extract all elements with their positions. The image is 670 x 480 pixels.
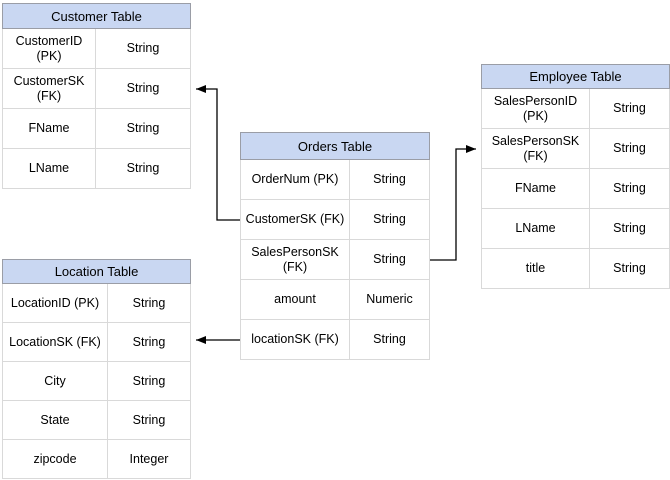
field-cell: OrderNum (PK) (241, 160, 350, 199)
field-cell: FName (482, 169, 590, 208)
type-cell: String (613, 101, 646, 115)
field-cell: State (3, 401, 108, 439)
table-row: title String (482, 249, 669, 289)
table-row: SalesPersonSK (FK) String (241, 240, 429, 280)
type-cell: String (613, 181, 646, 195)
table-row: FName String (482, 169, 669, 209)
type-cell: String (132, 334, 166, 349)
field-cell: CustomerSK (FK) (3, 69, 96, 108)
table-row: LocationSK (FK) String (3, 323, 190, 362)
field-cell: title (482, 249, 590, 288)
field-cell: CustomerSK (FK) (241, 200, 350, 239)
field-cell: LocationID (PK) (3, 284, 108, 322)
field-cell: LName (3, 149, 96, 188)
field-cell: CustomerID (PK) (3, 29, 96, 68)
field-cell: City (3, 362, 108, 400)
type-cell: String (132, 412, 166, 427)
connector-orders-to-customer-arrow (196, 85, 240, 221)
type-cell: String (126, 121, 160, 135)
field-cell: LocationSK (FK) (3, 323, 108, 361)
table-row: CustomerSK (FK) String (241, 200, 429, 240)
table-row: CustomerID (PK) String (3, 29, 190, 69)
table-row: CustomerSK (FK) String (3, 69, 190, 109)
field-cell: zipcode (3, 440, 108, 478)
field-cell: amount (241, 280, 350, 319)
field-cell: locationSK (FK) (241, 320, 350, 359)
type-cell: String (613, 261, 646, 275)
table-row: OrderNum (PK) String (241, 160, 429, 200)
table-row: LocationID (PK) String (3, 284, 190, 323)
type-cell: String (126, 161, 160, 175)
table-row: amount Numeric (241, 280, 429, 320)
type-cell: String (132, 373, 166, 388)
table-row: zipcode Integer (3, 440, 190, 479)
field-cell: SalesPersonSK (FK) (482, 129, 590, 168)
type-cell: String (373, 252, 406, 266)
table-title: Orders Table (240, 132, 430, 160)
field-cell: FName (3, 109, 96, 148)
table-row: SalesPersonID (PK) String (482, 89, 669, 129)
table-row: locationSK (FK) String (241, 320, 429, 360)
type-cell: String (373, 332, 406, 346)
type-cell: Integer (129, 451, 169, 466)
type-cell: String (126, 81, 160, 95)
table-row: SalesPersonSK (FK) String (482, 129, 669, 169)
field-cell: LName (482, 209, 590, 248)
type-cell: Numeric (366, 292, 413, 306)
table-title: Location Table (2, 259, 191, 284)
table-row: City String (3, 362, 190, 401)
field-cell: SalesPersonSK (FK) (241, 240, 350, 279)
table-row: LName String (3, 149, 190, 189)
table-row: FName String (3, 109, 190, 149)
table-row: State String (3, 401, 190, 440)
type-cell: String (373, 172, 406, 186)
table-title: Customer Table (2, 3, 191, 29)
type-cell: String (126, 41, 160, 55)
type-cell: String (613, 141, 646, 155)
type-cell: String (373, 212, 406, 226)
type-cell: String (132, 295, 166, 310)
connector-orders-to-employee-arrow (430, 145, 476, 261)
field-cell: SalesPersonID (PK) (482, 89, 590, 128)
table-row: LName String (482, 209, 669, 249)
type-cell: String (613, 221, 646, 235)
table-title: Employee Table (481, 64, 670, 89)
